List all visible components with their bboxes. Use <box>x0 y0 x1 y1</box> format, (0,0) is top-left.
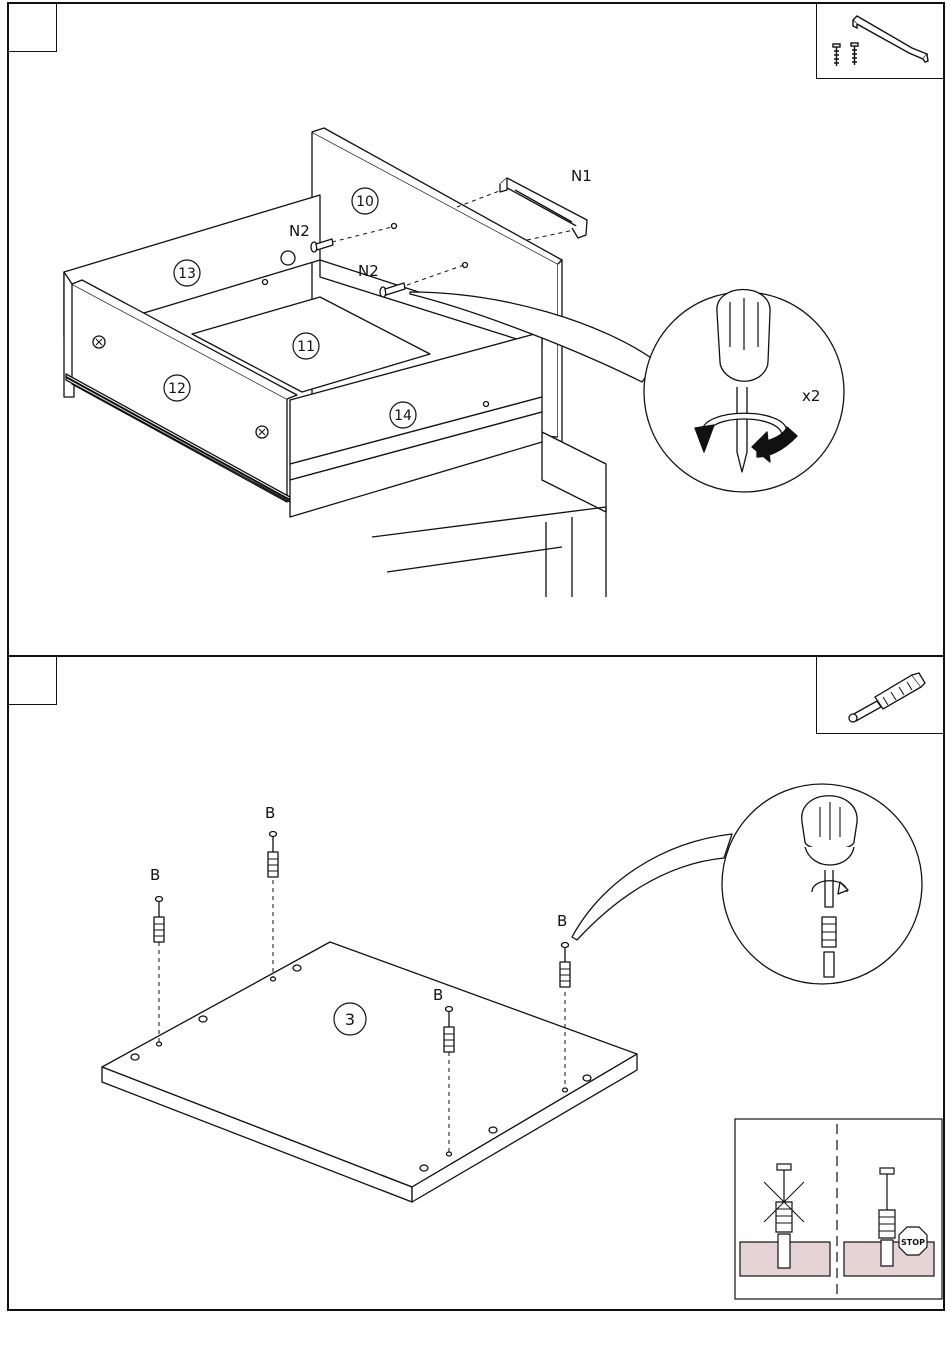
label-multiplier: x2 <box>802 387 820 405</box>
label-n1: N1 <box>571 167 592 185</box>
label-n2-left: N2 <box>289 222 310 240</box>
part-number-14: 14 <box>394 408 412 424</box>
label-b2: B <box>265 804 275 822</box>
cam-bolt-icon <box>560 943 570 988</box>
part-number-3: 3 <box>345 1010 355 1029</box>
stop-sign-label: STOP <box>901 1238 925 1247</box>
part-number-12: 12 <box>168 381 186 397</box>
step-panel-2: 3 B B B B <box>7 655 945 1311</box>
step-2-illustration: 3 B B B B <box>9 657 943 1309</box>
cam-bolt-icon <box>154 897 164 943</box>
step-1-illustration: 10 11 12 13 14 N1 N2 N2 x2 <box>9 4 943 655</box>
cam-lock-left <box>93 336 105 348</box>
label-b4: B <box>557 912 567 930</box>
insertion-depth-inset <box>735 1119 942 1299</box>
cam-lock-right <box>256 426 268 438</box>
handle-icon <box>500 178 587 238</box>
board-3 <box>102 942 637 1202</box>
label-b1: B <box>150 866 160 884</box>
part-number-11: 11 <box>297 339 315 355</box>
part-number-13: 13 <box>178 266 196 282</box>
step-panel-1: 10 11 12 13 14 N1 N2 N2 x2 <box>7 2 945 657</box>
label-n2-right: N2 <box>358 262 379 280</box>
cam-bolt-icon <box>268 832 278 878</box>
label-b3: B <box>433 986 443 1004</box>
part-number-10: 10 <box>356 194 374 210</box>
